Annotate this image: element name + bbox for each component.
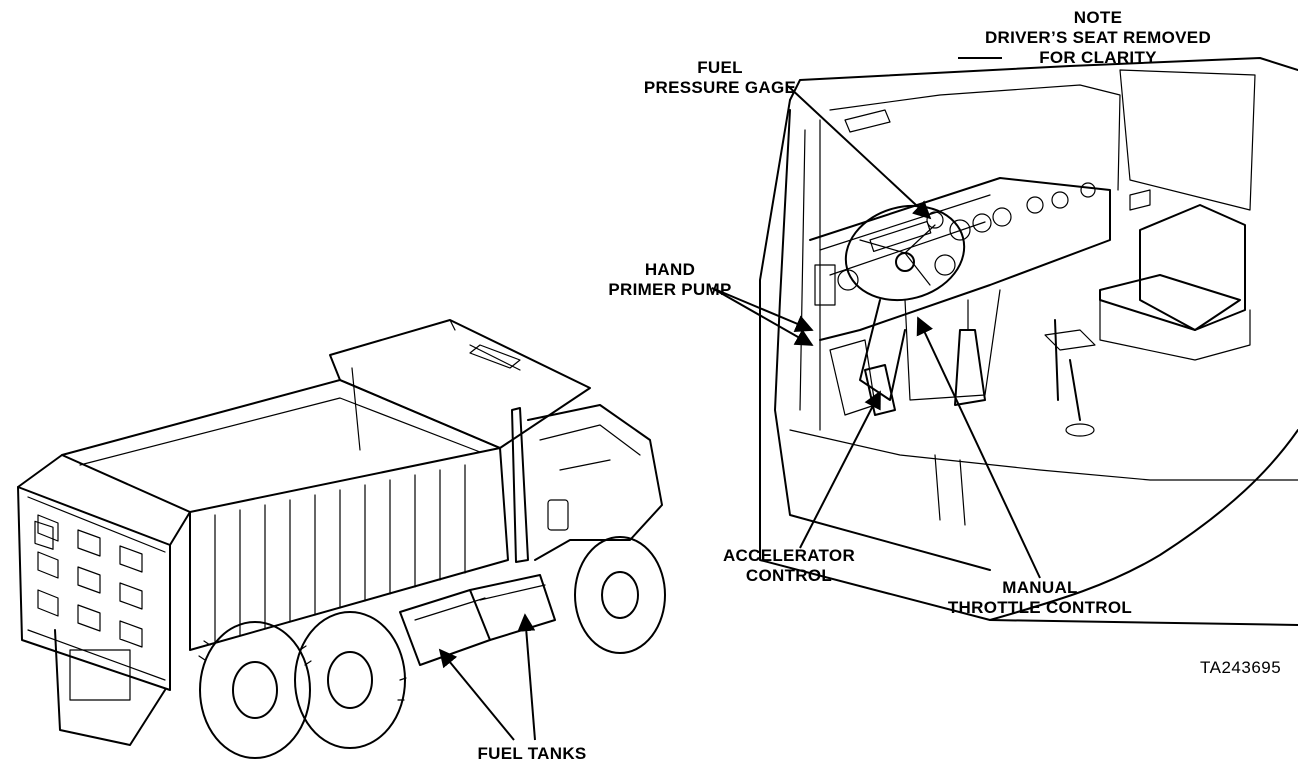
note-line-1: NOTE: [1073, 8, 1123, 27]
fuel-pressure-gage-line-2: PRESSURE GAGE: [643, 78, 797, 97]
cab-interior-illustration: [759, 57, 1298, 626]
fuel-pressure-gage-line-1: FUEL: [697, 58, 743, 77]
accelerator-control-line-1: ACCELERATOR: [722, 546, 856, 565]
hand-primer-pump-label: HAND PRIMER PUMP: [600, 260, 740, 300]
hand-primer-pump-line-1: HAND: [644, 260, 696, 279]
accelerator-control-line-2: CONTROL: [745, 566, 833, 585]
figure-id: TA243695: [1200, 658, 1282, 677]
fuel-tanks-label: FUEL TANKS: [477, 744, 587, 763]
manual-throttle-control-line-2: THROTTLE CONTROL: [947, 598, 1133, 617]
fuel-pressure-gage-label: FUEL PRESSURE GAGE: [640, 58, 800, 98]
hand-primer-pump-line-2: PRIMER PUMP: [608, 280, 732, 299]
manual-throttle-control-label: MANUAL THROTTLE CONTROL: [920, 578, 1160, 618]
note-label: NOTE DRIVER’S SEAT REMOVED FOR CLARITY: [948, 8, 1248, 68]
dump-truck-illustration: [17, 319, 666, 759]
accelerator-control-label: ACCELERATOR CONTROL: [694, 546, 884, 586]
leader-lines: [438, 57, 1041, 741]
note-line-2: DRIVER’S SEAT REMOVED: [984, 28, 1212, 47]
manual-throttle-control-line-1: MANUAL: [1002, 578, 1078, 597]
note-line-3: FOR CLARITY: [1039, 48, 1157, 67]
